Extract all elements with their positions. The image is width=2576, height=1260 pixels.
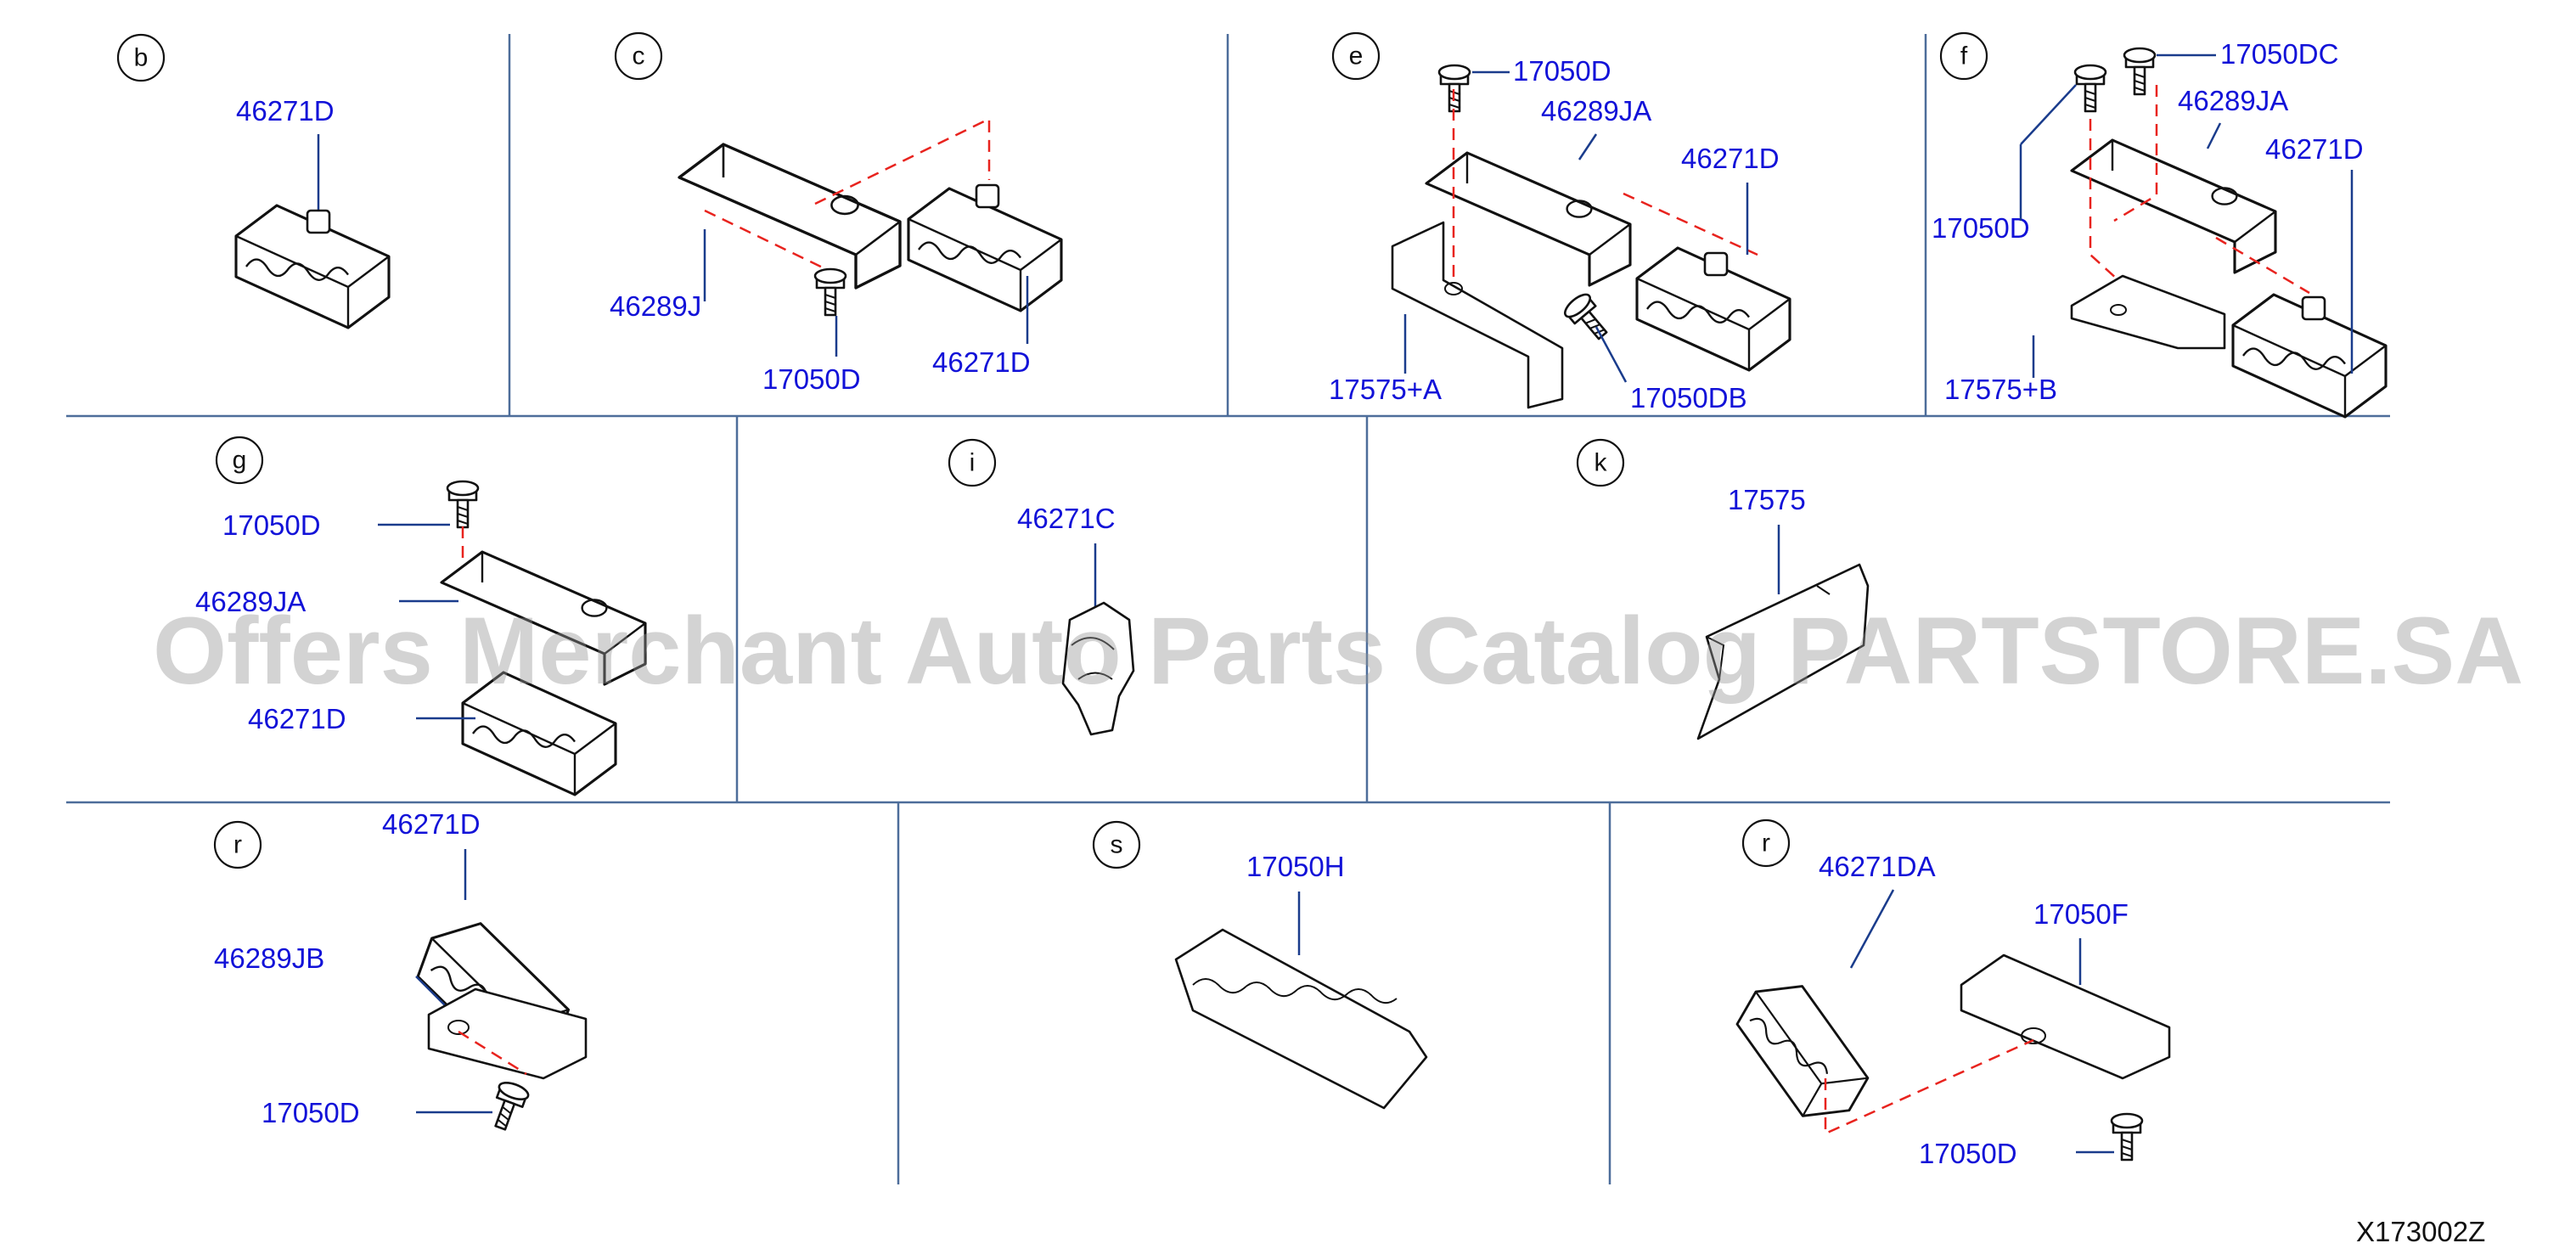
- bolt-part: [2110, 1112, 2144, 1162]
- part-label: 17050F: [2033, 898, 2129, 930]
- part-label: 17575+B: [1944, 374, 2057, 405]
- badge-label: k: [1595, 449, 1608, 477]
- part-label: 46271D: [236, 95, 335, 127]
- part-label: 17050D: [1919, 1138, 2017, 1169]
- section-f: f 17050DC 46289JA 46271D 17050D 17575+B: [1932, 31, 2388, 419]
- bracket-part: [678, 143, 902, 290]
- section-r-right: r 46271DA 17050F 17050D: [1713, 818, 2171, 1169]
- part-label: 46289JA: [195, 586, 306, 617]
- badge-label: c: [633, 42, 645, 70]
- badge-label: r: [233, 831, 242, 859]
- part-label: 17050DB: [1630, 382, 1747, 413]
- bracket-part: [1425, 151, 1632, 287]
- part-label: 17050D: [762, 363, 861, 395]
- section-badge: r: [213, 820, 262, 869]
- section-badge: s: [1092, 820, 1141, 869]
- part-label: 46289JB: [214, 942, 324, 974]
- section-e: e 17050D 46289JA 46271D 17575+A 17050DB: [1329, 31, 1791, 413]
- part-label: 17050DC: [2220, 38, 2338, 70]
- clip-part: [1174, 928, 1428, 1110]
- part-label: 17050H: [1246, 851, 1345, 882]
- part-label: 46271D: [1681, 143, 1780, 174]
- badge-label: s: [1111, 831, 1123, 859]
- section-i: i 46271C: [948, 438, 1135, 736]
- section-k: k 17575: [1576, 438, 1870, 740]
- part-label: 46289JA: [2178, 85, 2288, 116]
- section-badge: r: [1741, 818, 1791, 868]
- section-s: s 17050H: [1092, 820, 1428, 1110]
- bolt-part: [446, 480, 480, 529]
- part-label: 17575+A: [1329, 374, 1442, 405]
- badge-label: r: [1762, 830, 1770, 858]
- bolt-part: [813, 267, 847, 317]
- clip-part: [1713, 966, 1893, 1136]
- section-badge: g: [215, 436, 264, 485]
- part-label: 17050D: [262, 1097, 360, 1128]
- badge-label: i: [970, 449, 976, 477]
- part-label: 46271DA: [1819, 851, 1936, 882]
- part-label: 17050D: [1513, 55, 1611, 87]
- bolt-part: [1437, 64, 1471, 113]
- section-badge: k: [1576, 438, 1625, 487]
- section-c: c 46289J 17050D 46271D: [610, 31, 1063, 395]
- section-g: g 17050D 46289JA 46271D: [195, 436, 647, 796]
- bracket-part: [2070, 138, 2277, 274]
- part-label: 46271D: [2265, 133, 2364, 165]
- part-label: 17050D: [222, 509, 321, 541]
- watermark-text: Offers Merchant Auto Parts Catalog PARTS…: [153, 598, 2523, 704]
- section-badge: c: [614, 31, 663, 81]
- section-badge: f: [1939, 31, 1988, 81]
- part-label: 17050D: [1932, 212, 2030, 244]
- part-label: 46271D: [248, 703, 346, 734]
- section-r: r 46271D 46289JB 17050D: [213, 808, 588, 1134]
- diagram-code: X173002Z: [2356, 1216, 2485, 1247]
- badge-label: e: [1349, 42, 1364, 70]
- bracket-part: [1960, 953, 2171, 1080]
- bolt-part: [485, 1078, 532, 1134]
- section-badge: b: [116, 33, 166, 82]
- bolt-part: [1560, 290, 1616, 347]
- badge-label: f: [1960, 42, 1968, 70]
- section-b: b 46271D: [116, 33, 391, 329]
- part-label: 46271C: [1017, 503, 1116, 534]
- badge-label: g: [233, 447, 247, 475]
- bracket-part: [427, 987, 588, 1080]
- part-label: 46271D: [382, 808, 481, 840]
- bolt-part: [2123, 47, 2157, 96]
- part-label: 46289J: [610, 290, 701, 322]
- clip-part: [1061, 601, 1135, 736]
- part-label: 46271D: [932, 346, 1031, 378]
- section-dividers: [66, 34, 2390, 1184]
- bolt-part: [2073, 64, 2107, 113]
- section-badge: i: [948, 438, 997, 487]
- part-label: 17575: [1728, 484, 1806, 515]
- part-label: 46289JA: [1541, 95, 1651, 127]
- section-badge: e: [1331, 31, 1381, 81]
- badge-label: b: [134, 44, 149, 72]
